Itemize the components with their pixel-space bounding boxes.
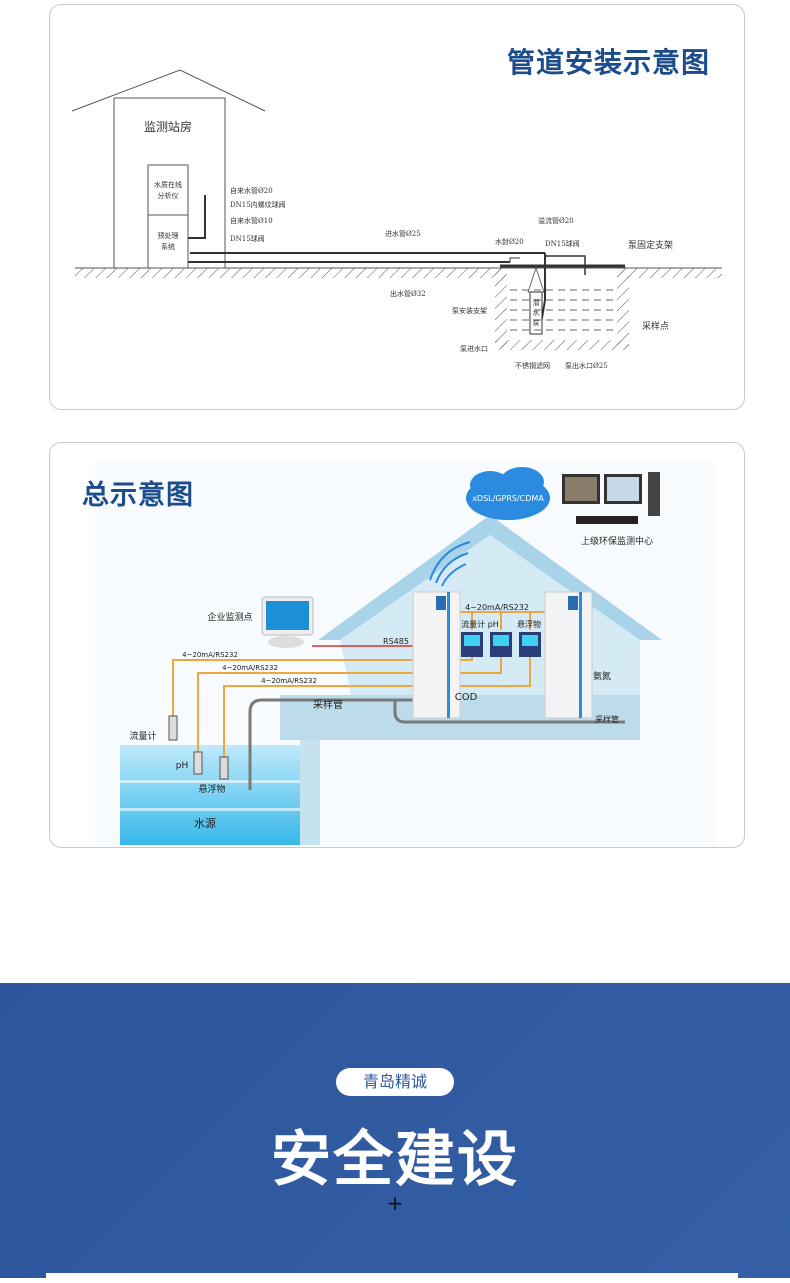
pipes bbox=[188, 195, 625, 335]
center-label: 上级环保监测中心 bbox=[581, 535, 653, 547]
brand-badge: 青岛精诚 bbox=[336, 1068, 454, 1096]
flowmeter-label: 流量计 bbox=[129, 730, 156, 742]
enterprise-label: 企业监测点 bbox=[207, 611, 252, 623]
label-pump-fixed: 泵固定支架 bbox=[628, 239, 673, 251]
ss-top-label: 悬浮物 bbox=[517, 619, 541, 629]
water-source-pool bbox=[120, 745, 300, 845]
signal-label: 4~20mA/RS232 bbox=[261, 677, 317, 685]
enterprise-monitor bbox=[261, 596, 314, 648]
label-pump-out: 泵出水口Ø25 bbox=[565, 361, 608, 370]
sensor-displays bbox=[461, 632, 541, 657]
cloud-label: xDSL/GPRS/CDMA bbox=[472, 494, 544, 503]
label-valve-inner: DN15内螺纹球阀 bbox=[230, 200, 286, 209]
cod-label: COD bbox=[455, 692, 478, 703]
rs485-label: RS485 bbox=[383, 637, 409, 646]
cloud bbox=[466, 467, 550, 520]
water-source-label: 水源 bbox=[194, 816, 216, 830]
label-tap10: 自来水管Ø10 bbox=[230, 216, 273, 225]
flow-ph-label: 流量计 pH bbox=[461, 619, 499, 629]
ground bbox=[75, 267, 722, 350]
ph-label: pH bbox=[176, 761, 188, 771]
pretreat-label: 预处理 bbox=[158, 231, 179, 240]
label-pump-mount: 泵安装支架 bbox=[452, 306, 487, 315]
label-valve1: DN15球阀 bbox=[230, 234, 265, 243]
wireless-signal-icon bbox=[429, 541, 471, 587]
pretreat-label: 系统 bbox=[161, 242, 175, 251]
ss-label: 悬浮物 bbox=[198, 783, 225, 795]
signal-label: 4~20mA/RS232 bbox=[222, 664, 278, 672]
label-sample-point: 采样点 bbox=[642, 320, 669, 332]
label-tap20: 自来水管Ø20 bbox=[230, 186, 273, 195]
content-panel-edge bbox=[46, 1273, 738, 1283]
analyzer-label: 分析仪 bbox=[158, 191, 179, 200]
monitoring-center-computers bbox=[562, 472, 660, 524]
banner-title: 安全建设 bbox=[271, 1125, 519, 1195]
label-seal: 水封Ø20 bbox=[495, 237, 524, 246]
plus-icon: + bbox=[386, 1191, 404, 1215]
pipeline-diagram: 监测站房 水质在线 分析仪 预处理 系统 自来水管Ø20 DN15内螺纹球阀 自… bbox=[71, 69, 722, 846]
label-pump: 水 bbox=[533, 308, 540, 317]
signal-top-label: 4~20mA/RS232 bbox=[465, 603, 529, 612]
sample-pipes bbox=[248, 698, 625, 790]
sample-pipe-label: 采样管 bbox=[313, 698, 343, 711]
label-inlet: 进水管Ø25 bbox=[385, 229, 421, 238]
overview-title: 总示意图 bbox=[82, 480, 194, 511]
pipeline-installation-title: 管道安装示意图 bbox=[506, 46, 710, 79]
label-pump: 潜 bbox=[533, 298, 540, 307]
safety-construction-banner: 青岛精诚 安全建设 + bbox=[0, 983, 790, 1283]
label-outlet: 出水管Ø32 bbox=[390, 289, 426, 298]
label-filter: 不锈钢滤网 bbox=[515, 361, 550, 370]
analyzer-label: 水质在线 bbox=[154, 180, 182, 189]
ammonia-label: 氨氮 bbox=[593, 670, 611, 682]
signal-label: 4~20mA/RS232 bbox=[182, 651, 238, 659]
label-pump-in: 泵进水口 bbox=[460, 344, 488, 353]
label-valve2: DN15球阀 bbox=[545, 239, 580, 248]
pit-water bbox=[510, 289, 615, 331]
pipeline-installation-card: 管道安装示意图 bbox=[49, 4, 745, 410]
label-overflow: 溢流管Ø20 bbox=[538, 216, 574, 225]
label-pump: 泵 bbox=[533, 319, 540, 327]
sample-pipe-label: 采样管 bbox=[595, 714, 619, 724]
signal-lines bbox=[172, 611, 545, 760]
analyzer-cabinets bbox=[412, 591, 593, 719]
field-sensors bbox=[168, 715, 229, 780]
station-label: 监测站房 bbox=[144, 119, 192, 134]
